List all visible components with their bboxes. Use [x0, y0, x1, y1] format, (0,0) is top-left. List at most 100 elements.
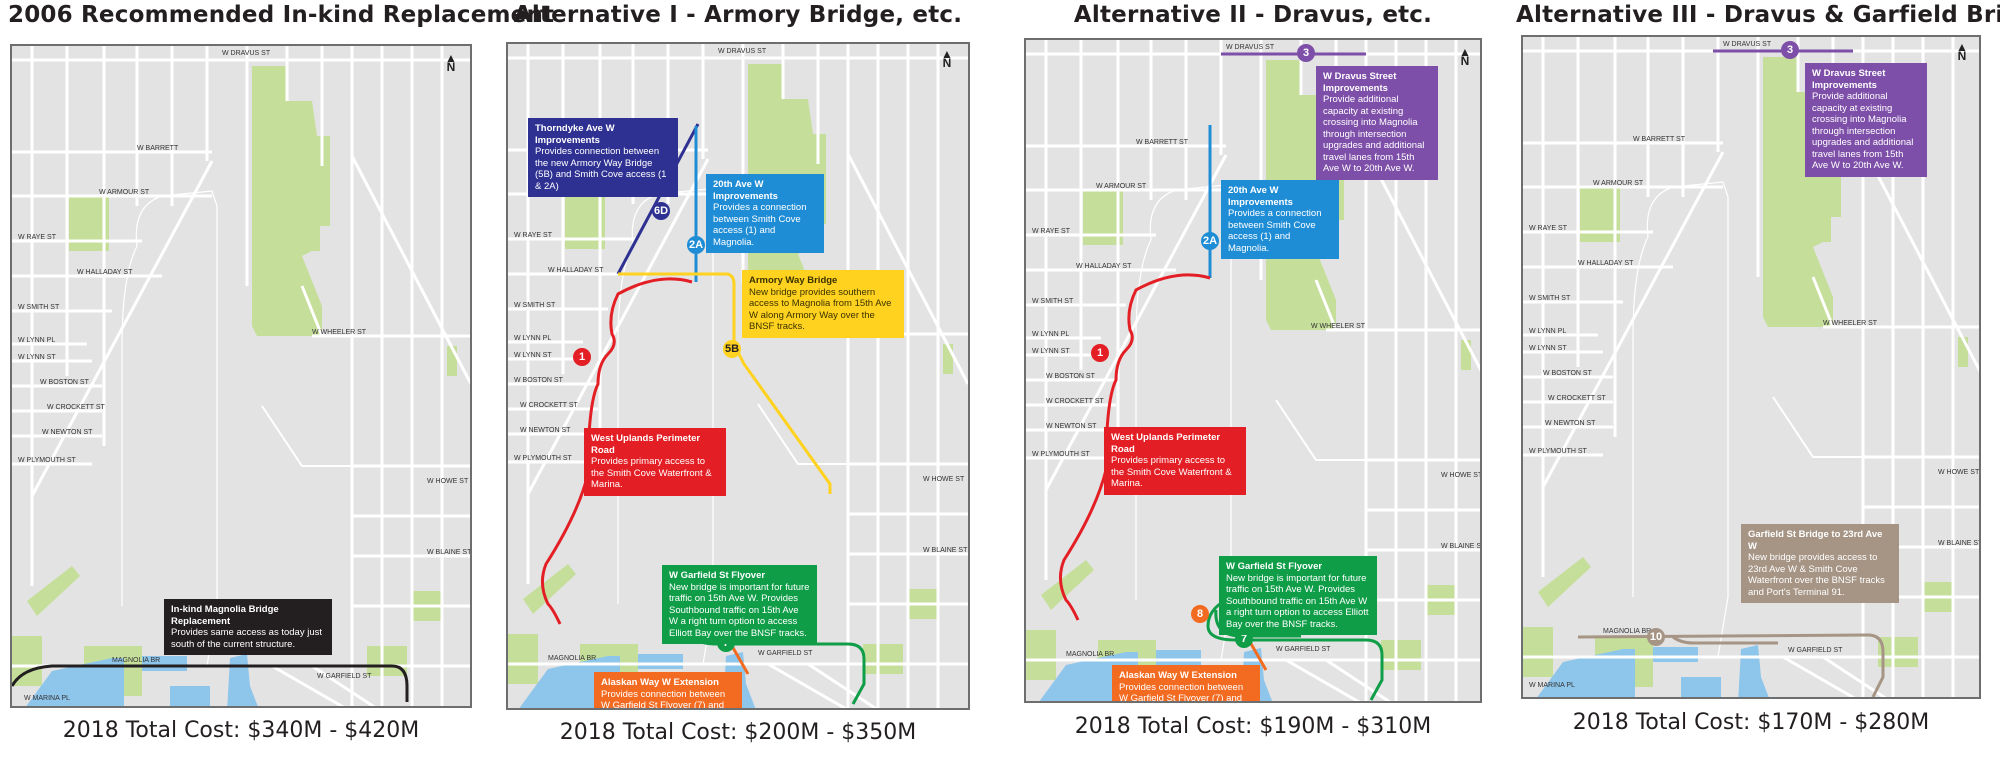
- svg-text:W LYNN PL: W LYNN PL: [1529, 328, 1566, 335]
- svg-text:W BOSTON ST: W BOSTON ST: [514, 377, 564, 384]
- total-cost: 2018 Total Cost: $170M - $280M: [1572, 710, 1930, 735]
- svg-text:W PLYMOUTH ST: W PLYMOUTH ST: [514, 455, 573, 462]
- svg-text:W NEWTON ST: W NEWTON ST: [1545, 420, 1596, 427]
- badge-10: 10: [1647, 628, 1665, 646]
- svg-text:W RAYE ST: W RAYE ST: [18, 234, 57, 241]
- north-arrow-icon: ▲N: [445, 51, 457, 74]
- west-uplands-route: [1059, 273, 1211, 621]
- map-alternative-2: W DRAVUS ST W BARRETT ST W ARMOUR ST W R…: [1024, 38, 1482, 703]
- callout-west-uplands: West Uplands Perimeter Road Provides pri…: [584, 428, 726, 496]
- callout-garfield-bridge: Garfield St Bridge to 23rd Ave W New bri…: [1741, 524, 1899, 603]
- callout-in-kind-bridge: In-kind Magnolia Bridge Replacement Prov…: [164, 599, 332, 655]
- svg-text:W MARINA PL: W MARINA PL: [1529, 682, 1575, 689]
- svg-text:W PLYMOUTH ST: W PLYMOUTH ST: [1529, 448, 1588, 455]
- callout-alaskan-way: Alaskan Way W Extension Provides connect…: [594, 672, 742, 708]
- svg-text:W BLAINE ST: W BLAINE ST: [923, 547, 968, 554]
- svg-text:W CROCKETT ST: W CROCKETT ST: [47, 404, 106, 411]
- svg-text:W GARFIELD ST: W GARFIELD ST: [758, 650, 813, 657]
- callout-garfield-flyover: W Garfield St Flyover New bridge is impo…: [1219, 556, 1377, 635]
- thorndyke-route: [616, 123, 700, 275]
- svg-text:MAGNOLIA BR: MAGNOLIA BR: [112, 657, 160, 664]
- svg-text:W MARINA PL: W MARINA PL: [24, 695, 70, 702]
- svg-text:W BARRETT ST: W BARRETT ST: [1136, 139, 1189, 146]
- in-kind-bridge-route: [12, 664, 409, 702]
- garfield-bridge-route: [1577, 633, 1885, 697]
- callout-garfield-flyover: W Garfield St Flyover New bridge is impo…: [662, 565, 817, 644]
- callout-20th-ave: 20th Ave W Improvements Provides a conne…: [1221, 180, 1339, 259]
- svg-text:MAGNOLIA BR: MAGNOLIA BR: [548, 655, 596, 662]
- svg-text:W LYNN PL: W LYNN PL: [514, 335, 551, 342]
- svg-text:W ARMOUR ST: W ARMOUR ST: [99, 189, 150, 196]
- badge-5b: 5B: [723, 340, 741, 358]
- total-cost: 2018 Total Cost: $340M - $420M: [62, 718, 420, 743]
- svg-text:W RAYE ST: W RAYE ST: [1529, 225, 1568, 232]
- svg-text:W CROCKETT ST: W CROCKETT ST: [1548, 395, 1607, 402]
- svg-text:W LYNN ST: W LYNN ST: [18, 354, 56, 361]
- panel-title: Alternative I - Armory Bridge, etc.: [513, 2, 963, 28]
- svg-text:W RAYE ST: W RAYE ST: [514, 232, 553, 239]
- north-arrow-icon: ▲N: [1956, 40, 1968, 63]
- badge-1: 1: [573, 348, 591, 366]
- svg-text:W DRAVUS ST: W DRAVUS ST: [718, 48, 767, 55]
- svg-text:W BOSTON ST: W BOSTON ST: [1543, 370, 1593, 377]
- map-alternative-1: W DRAVUS ST W ARMOUR ST W RAYE ST W HALL…: [506, 42, 970, 710]
- svg-text:W WHEELER ST: W WHEELER ST: [1823, 320, 1878, 327]
- svg-text:MAGNOLIA BR: MAGNOLIA BR: [1603, 628, 1651, 635]
- north-arrow-icon: ▲N: [941, 47, 953, 70]
- badge-8: 8: [1191, 605, 1209, 623]
- svg-text:W LYNN PL: W LYNN PL: [18, 337, 55, 344]
- svg-text:W CROCKETT ST: W CROCKETT ST: [520, 402, 579, 409]
- svg-text:W NEWTON ST: W NEWTON ST: [1046, 423, 1097, 430]
- svg-text:W DRAVUS ST: W DRAVUS ST: [1226, 44, 1275, 51]
- svg-text:W HALLADAY ST: W HALLADAY ST: [1076, 263, 1132, 270]
- svg-text:W BARRETT: W BARRETT: [137, 145, 179, 152]
- callout-thorndyke: Thorndyke Ave W Improvements Provides co…: [528, 118, 678, 197]
- svg-text:W CROCKETT ST: W CROCKETT ST: [1046, 398, 1105, 405]
- svg-text:W WHEELER ST: W WHEELER ST: [1311, 323, 1366, 330]
- svg-text:W BLAINE ST: W BLAINE ST: [427, 549, 472, 556]
- west-uplands-route: [541, 277, 693, 625]
- north-arrow-icon: ▲N: [1459, 45, 1471, 68]
- svg-text:W BOSTON ST: W BOSTON ST: [40, 379, 90, 386]
- svg-text:W GARFIELD ST: W GARFIELD ST: [1788, 647, 1843, 654]
- svg-text:W ARMOUR ST: W ARMOUR ST: [1096, 183, 1147, 190]
- map-2006-in-kind: W DRAVUS ST W BARRETT W ARMOUR ST W RAYE…: [10, 44, 472, 708]
- svg-text:W PLYMOUTH ST: W PLYMOUTH ST: [18, 457, 77, 464]
- total-cost: 2018 Total Cost: $190M - $310M: [1074, 714, 1432, 739]
- svg-text:W NEWTON ST: W NEWTON ST: [520, 427, 571, 434]
- svg-text:W GARFIELD ST: W GARFIELD ST: [317, 673, 372, 680]
- street-label: W DRAVUS ST: [222, 50, 271, 57]
- svg-text:W RAYE ST: W RAYE ST: [1032, 228, 1071, 235]
- svg-text:MAGNOLIA BR: MAGNOLIA BR: [1066, 651, 1114, 658]
- svg-text:W BLAINE ST: W BLAINE ST: [1441, 543, 1482, 550]
- svg-text:W LYNN PL: W LYNN PL: [1032, 331, 1069, 338]
- svg-text:W SMITH ST: W SMITH ST: [514, 302, 556, 309]
- svg-text:W SMITH ST: W SMITH ST: [1032, 298, 1074, 305]
- badge-6d: 6D: [652, 202, 670, 220]
- panel-title: Alternative III - Dravus & Garfield Brid…: [1516, 2, 2000, 28]
- svg-text:W SMITH ST: W SMITH ST: [18, 304, 60, 311]
- svg-text:W DRAVUS ST: W DRAVUS ST: [1723, 41, 1772, 48]
- callout-20th-ave: 20th Ave W Improvements Provides a conne…: [706, 174, 824, 253]
- callout-dravus: W Dravus Street Improvements Provide add…: [1316, 66, 1438, 180]
- garfield-flyover-route: [1206, 598, 1384, 701]
- total-cost: 2018 Total Cost: $200M - $350M: [559, 720, 917, 745]
- callout-west-uplands: West Uplands Perimeter Road Provides pri…: [1104, 427, 1246, 495]
- svg-text:W BARRETT ST: W BARRETT ST: [1633, 136, 1686, 143]
- svg-text:W NEWTON ST: W NEWTON ST: [42, 429, 93, 436]
- svg-text:W HOWE ST: W HOWE ST: [1441, 472, 1482, 479]
- badge-2a: 2A: [1201, 232, 1219, 250]
- svg-text:W HOWE ST: W HOWE ST: [1938, 469, 1980, 476]
- svg-text:W HOWE ST: W HOWE ST: [427, 478, 469, 485]
- callout-alaskan-way: Alaskan Way W Extension Provides connect…: [1112, 665, 1260, 701]
- svg-text:W ARMOUR ST: W ARMOUR ST: [1593, 180, 1644, 187]
- svg-text:W HALLADAY ST: W HALLADAY ST: [77, 269, 133, 276]
- svg-text:W SMITH ST: W SMITH ST: [1529, 295, 1571, 302]
- svg-text:W HALLADAY ST: W HALLADAY ST: [1578, 260, 1634, 267]
- callout-dravus: W Dravus Street Improvements Provide add…: [1805, 63, 1927, 177]
- badge-3: 3: [1781, 41, 1799, 59]
- svg-text:W GARFIELD ST: W GARFIELD ST: [1276, 646, 1331, 653]
- svg-text:W HOWE ST: W HOWE ST: [923, 476, 965, 483]
- panel-title: Alternative II - Dravus, etc.: [1073, 2, 1433, 28]
- svg-text:W HALLADAY ST: W HALLADAY ST: [548, 267, 604, 274]
